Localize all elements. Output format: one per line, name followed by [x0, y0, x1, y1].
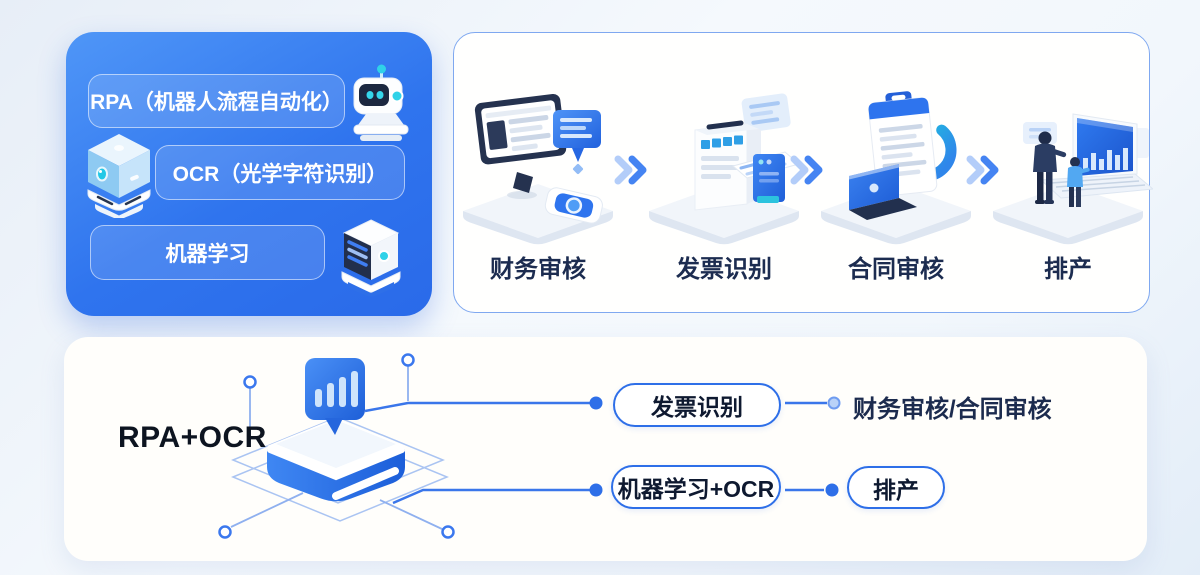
flow-step-label-contract: 合同审核: [848, 256, 944, 283]
tech-stack-panel: RPA（机器人流程自动化） OCR（光学字符识别） 机器学习: [66, 32, 432, 316]
cube-icon: [87, 134, 151, 218]
server-icon: [341, 219, 401, 297]
robot-icon: [353, 64, 409, 141]
map-pill-ml-ocr-label: 机器学习+OCR: [617, 476, 775, 502]
map-target-finance-contract: 财务审核/合同审核: [853, 396, 1052, 423]
invoice-recognition-illustration: [649, 93, 801, 245]
map-pill-invoice: 发票识别: [613, 383, 781, 427]
map-pill-scheduling: 排产: [847, 466, 945, 509]
finance-audit-illustration: [463, 94, 613, 245]
flow-step-label-invoice: 发票识别: [676, 256, 772, 283]
map-pill-ml-ocr: 机器学习+OCR: [611, 465, 781, 509]
contract-review-illustration: [821, 91, 971, 245]
process-flow-panel: 财务审核 发票识别 合同审核 排产: [453, 32, 1153, 313]
flow-step-label-finance: 财务审核: [490, 256, 586, 283]
map-pill-invoice-label: 发票识别: [651, 394, 743, 420]
flow-step-label-scheduling: 排产: [1044, 256, 1092, 283]
tech-pill-ml-label: 机器学习: [165, 242, 250, 266]
tech-pill-rpa-label: RPA（机器人流程自动化）: [90, 91, 343, 114]
tech-pill-ocr: OCR（光学字符识别）: [155, 145, 405, 200]
tech-pill-rpa: RPA（机器人流程自动化）: [88, 74, 345, 128]
tech-pill-ocr-label: OCR（光学字符识别）: [172, 162, 388, 186]
map-pill-scheduling-label: 排产: [873, 476, 919, 503]
chevron-right-icon: [790, 155, 823, 185]
capability-mapping-panel: RPA+OCR 发票识别 财务审核/合同审核 机器学习+OCR 排产: [64, 337, 1147, 561]
chevron-right-icon: [614, 155, 647, 185]
tech-pill-ml: 机器学习: [90, 225, 325, 280]
map-title: RPA+OCR: [118, 421, 267, 454]
scheduling-illustration: [993, 113, 1153, 245]
connector-diagram: [218, 353, 841, 539]
chevron-right-icon: [966, 155, 999, 185]
